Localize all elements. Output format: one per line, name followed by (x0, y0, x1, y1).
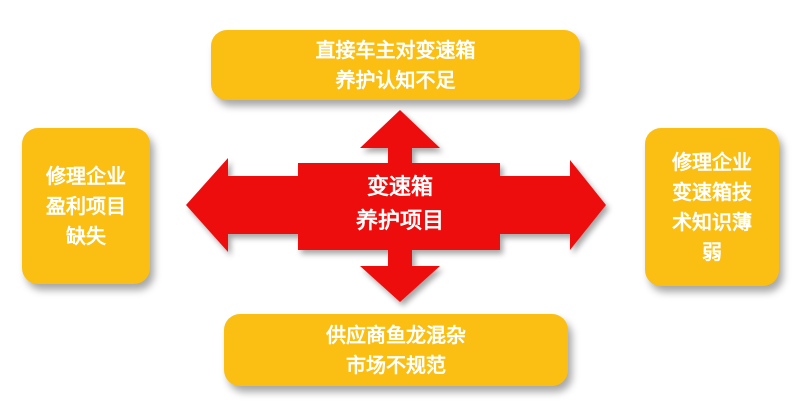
center-label-line2: 养护项目 (355, 209, 444, 234)
center-label: 变速箱 养护项目 (300, 163, 500, 247)
bottom-box: 供应商鱼龙混杂 市场不规范 (224, 314, 568, 386)
bottom-box-line1: 供应商鱼龙混杂 (326, 323, 466, 347)
right-box-line1: 修理企业 (672, 150, 752, 174)
right-box-line3: 术知识薄 (672, 210, 752, 234)
right-box-line2: 变速箱技 (672, 180, 752, 204)
left-box: 修理企业 盈利项目 缺失 (22, 128, 150, 284)
top-box-line1: 直接车主对变速箱 (315, 38, 476, 62)
center-label-line1: 变速箱 (366, 175, 433, 200)
right-box: 修理企业 变速箱技 术知识薄 弱 (645, 128, 779, 286)
cross-arrow (186, 110, 606, 302)
left-box-line2: 盈利项目 (46, 194, 126, 218)
bottom-box-line2: 市场不规范 (346, 353, 446, 377)
right-box-line4: 弱 (702, 240, 722, 264)
left-box-line3: 缺失 (66, 224, 106, 248)
top-box: 直接车主对变速箱 养护认知不足 (211, 30, 580, 100)
left-box-line1: 修理企业 (46, 164, 126, 188)
top-box-line2: 养护认知不足 (335, 68, 456, 92)
